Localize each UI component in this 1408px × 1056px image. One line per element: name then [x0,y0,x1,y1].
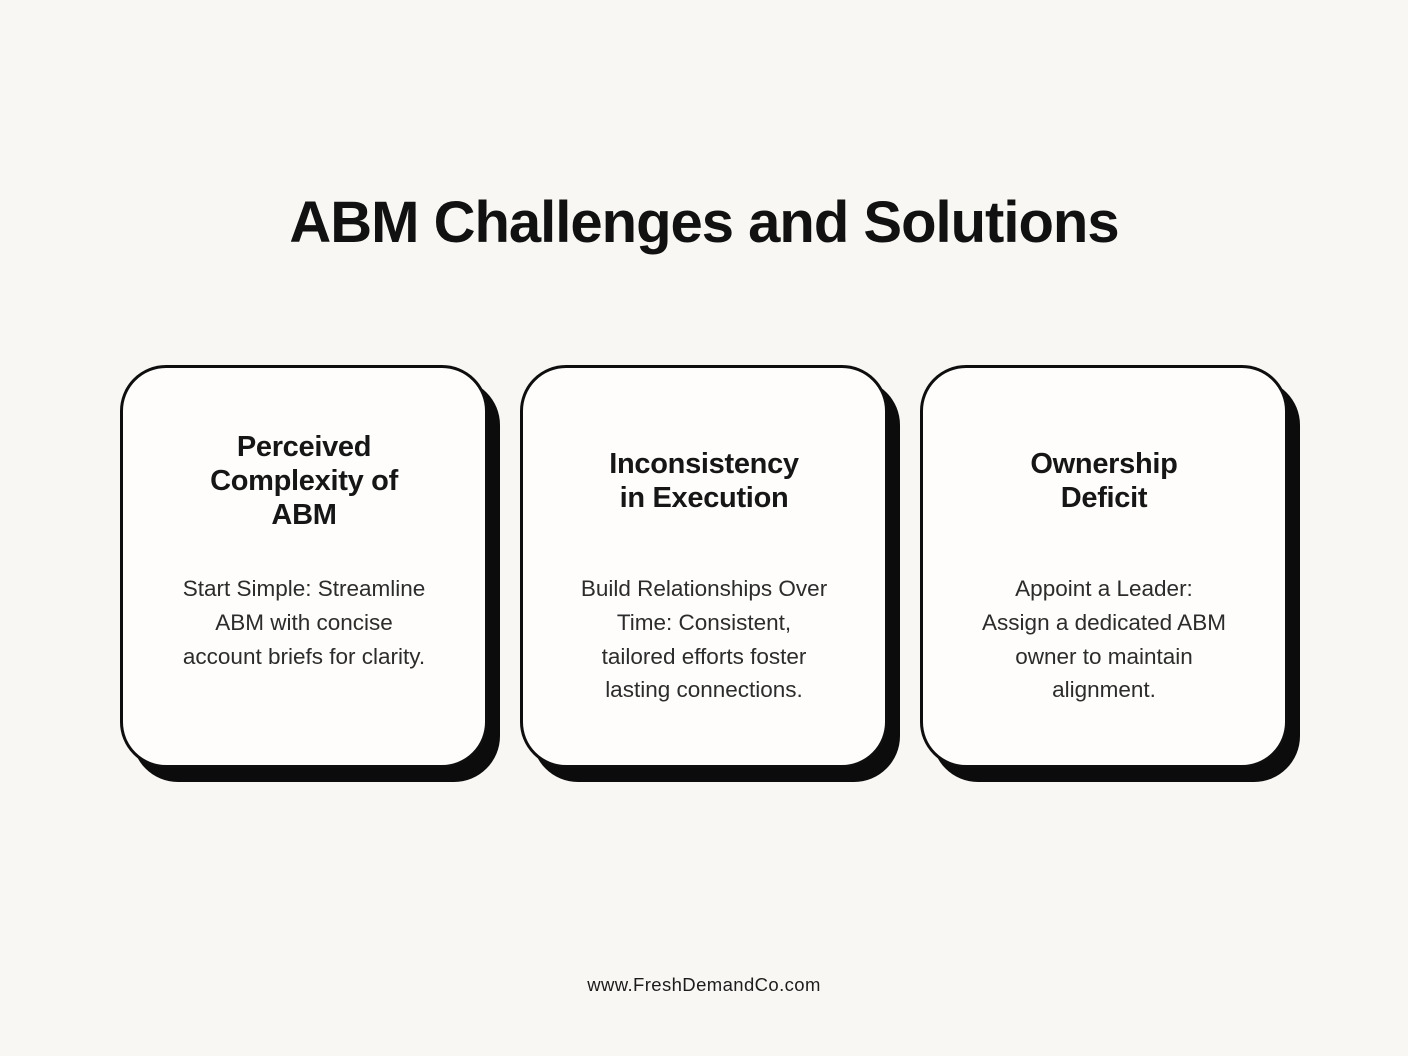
footer-url: www.FreshDemandCo.com [587,974,821,995]
page-title: ABM Challenges and Solutions [289,189,1119,255]
card-body: Appoint a Leader: Assign a dedicated ABM… [982,576,1226,703]
card-title: Perceived Complexity of ABM [210,430,398,532]
card-body: Start Simple: Streamline ABM with concis… [182,576,426,669]
card-inconsistency-execution: Inconsistency in Execution Build Relatio… [520,365,888,768]
card-perceived-complexity: Perceived Complexity of ABM Start Simple… [120,365,488,768]
card-title: Inconsistency in Execution [609,447,799,514]
card-body: Build Relationships Over Time: Consisten… [580,576,828,703]
card-ownership-deficit: Ownership Deficit Appoint a Leader: Assi… [920,365,1288,768]
cards-row: Perceived Complexity of ABM Start Simple… [0,365,1408,768]
card-title: Ownership Deficit [1030,447,1178,514]
